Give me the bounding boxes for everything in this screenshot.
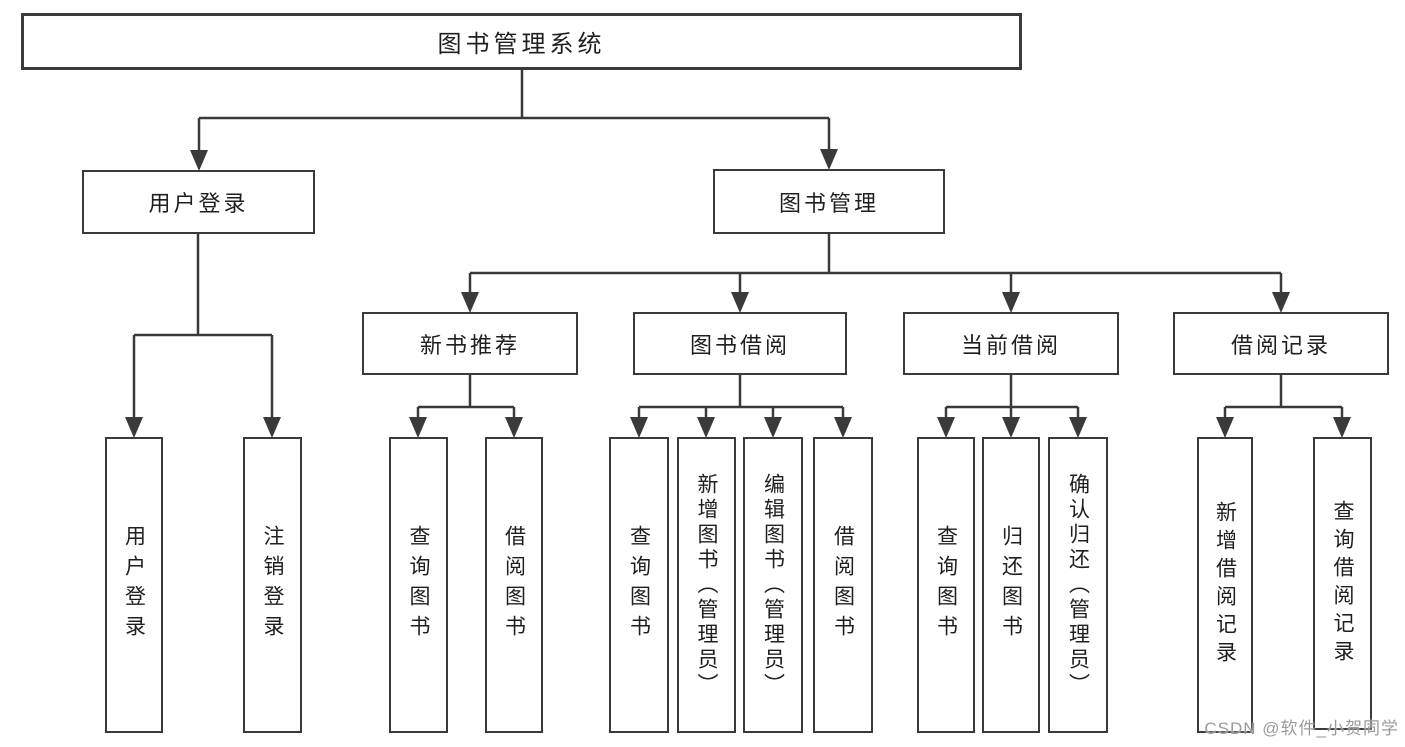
node-label: 图书管理 bbox=[778, 190, 879, 216]
node-label: 用户登录 bbox=[122, 525, 146, 645]
node-label: 编辑图书（管理员） bbox=[761, 472, 785, 698]
node-borrowing-records: 借阅记录 bbox=[1173, 312, 1389, 375]
node-label: 借阅图书 bbox=[831, 525, 855, 645]
leaf-query-books-recommend: 查询图书 bbox=[389, 437, 448, 733]
node-book-borrowing: 图书借阅 bbox=[633, 312, 847, 375]
node-user-login: 用户登录 bbox=[82, 170, 315, 234]
node-label: 归还图书 bbox=[999, 525, 1023, 645]
leaf-user-login: 用户登录 bbox=[105, 437, 163, 733]
leaf-query-books-current: 查询图书 bbox=[917, 437, 975, 733]
leaf-logout: 注销登录 bbox=[243, 437, 302, 733]
node-label: 当前借阅 bbox=[960, 332, 1061, 358]
node-label: 查询图书 bbox=[627, 525, 651, 645]
node-label: 查询图书 bbox=[934, 525, 958, 645]
leaf-borrow-books-recommend: 借阅图书 bbox=[485, 437, 543, 733]
node-label: 新书推荐 bbox=[419, 332, 520, 358]
leaf-query-borrow-record: 查询借阅记录 bbox=[1313, 437, 1372, 730]
leaf-confirm-return-admin: 确认归还（管理员） bbox=[1048, 437, 1108, 733]
node-label: 新增图书（管理员） bbox=[695, 472, 718, 698]
node-label: 查询图书 bbox=[407, 525, 430, 645]
node-label: 注销登录 bbox=[261, 525, 284, 645]
node-current-borrowing: 当前借阅 bbox=[903, 312, 1119, 375]
node-new-book-recommendation: 新书推荐 bbox=[362, 312, 578, 375]
node-label: 用户登录 bbox=[148, 191, 249, 216]
leaf-borrow-books: 借阅图书 bbox=[813, 437, 873, 733]
leaf-add-borrow-record: 新增借阅记录 bbox=[1197, 437, 1253, 733]
node-label: 借阅记录 bbox=[1230, 332, 1331, 358]
node-label: 查询借阅记录 bbox=[1331, 499, 1354, 668]
node-label: 借阅图书 bbox=[502, 525, 526, 645]
leaf-return-books: 归还图书 bbox=[982, 437, 1040, 733]
node-label: 确认归还（管理员） bbox=[1066, 472, 1090, 698]
watermark: CSDN @软件_小贺同学 bbox=[1204, 719, 1399, 738]
leaf-add-books-admin: 新增图书（管理员） bbox=[677, 437, 736, 733]
node-label: 图书管理系统 bbox=[437, 31, 606, 58]
node-book-management: 图书管理 bbox=[713, 169, 945, 234]
node-label: 新增借阅记录 bbox=[1213, 501, 1237, 669]
node-library-management-system: 图书管理系统 bbox=[21, 13, 1022, 70]
leaf-edit-books-admin: 编辑图书（管理员） bbox=[743, 437, 803, 733]
leaf-query-books-borrow: 查询图书 bbox=[609, 437, 669, 733]
node-label: 图书借阅 bbox=[689, 332, 790, 358]
